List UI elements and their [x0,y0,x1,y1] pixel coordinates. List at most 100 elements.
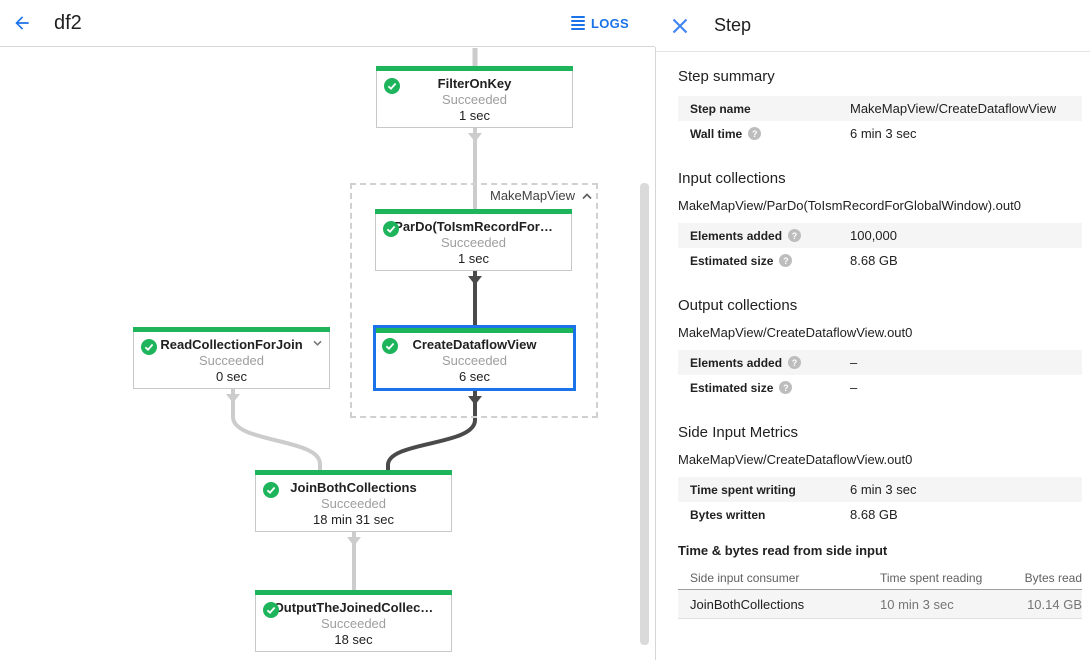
step-panel-header: Step [656,0,1090,52]
job-title: df2 [54,11,82,34]
node-status: Succeeded [441,92,508,107]
node-status-bar [255,470,452,475]
node-title: CreateDataflowView [412,337,537,352]
logs-button[interactable]: LOGS [570,15,629,31]
back-arrow-icon [15,16,29,30]
row-estimated-size: Estimated size ? – [678,375,1082,400]
row-estimated-size: Estimated size ? 8.68 GB [678,248,1082,273]
graph-node-createdataflowview[interactable]: CreateDataflowView Succeeded 6 sec [373,325,576,391]
node-title: ReadCollectionForJoin [160,337,303,352]
node-title: FilterOnKey [437,76,512,91]
row-label: Elements added [690,355,783,370]
close-button[interactable] [656,0,704,52]
row-label: Estimated size [690,380,774,395]
row-label: Estimated size [690,253,774,268]
node-status: Succeeded [320,616,387,631]
node-title: OutputTheJoinedCollec… [273,600,434,615]
graph-node-joinbothcollections[interactable]: JoinBothCollections Succeeded 18 min 31 … [255,470,452,532]
row-wall-time: Wall time ? 6 min 3 sec [678,121,1082,146]
table-row: JoinBothCollections 10 min 3 sec 10.14 G… [678,590,1082,619]
group-label: MakeMapView [490,188,576,203]
panel-content: Step summary Step name MakeMapView/Creat… [656,52,1090,619]
side-rows: Time spent writing 6 min 3 sec Bytes wri… [678,477,1082,527]
section-title-input-collections: Input collections [678,170,786,187]
success-check-icon [382,338,398,354]
graph-node-pardo[interactable]: ParDo(ToIsmRecordFor… Succeeded 1 sec [375,209,572,271]
cell-bytes-read: 10.14 GB [1027,596,1082,612]
panel-title: Step [714,15,752,35]
row-label: Bytes written [690,507,766,522]
graph-edges [226,48,482,590]
job-graph-canvas[interactable]: MakeMapView FilterOnKey Succeeded 1 sec … [0,48,655,660]
node-time: 18 min 31 sec [313,512,394,527]
row-value: – [850,380,858,395]
input-collection-name: MakeMapView/ParDo(ToIsmRecordForGlobalWi… [678,198,1021,213]
row-elements-added: Elements added ? – [678,350,1082,375]
node-status-bar [133,327,330,332]
node-time: 6 sec [458,369,491,384]
row-value: – [850,355,858,370]
row-value: MakeMapView/CreateDataflowView [850,101,1057,116]
row-value: 8.68 GB [850,507,898,522]
list-icon [570,16,585,30]
output-collection-name: MakeMapView/CreateDataflowView.out0 [678,325,913,340]
row-time-spent-writing: Time spent writing 6 min 3 sec [678,477,1082,502]
cell-time-reading: 10 min 3 sec [880,596,954,612]
help-icon[interactable]: ? [779,254,793,267]
success-check-icon [141,339,157,355]
node-status: Succeeded [320,496,387,511]
section-title-step-summary: Step summary [678,68,775,85]
step-detail-panel: Step Step summary Step name MakeMapView/… [656,0,1090,660]
node-time: 1 sec [457,251,490,266]
section-title-output-collections: Output collections [678,297,798,314]
side-input-table-title: Time & bytes read from side input [678,543,888,558]
node-title: JoinBothCollections [290,480,417,495]
node-status-bar [376,328,573,333]
success-check-icon [383,221,399,237]
node-status: Succeeded [441,353,508,368]
graph-node-outputthejoinedcollection[interactable]: OutputTheJoinedCollec… Succeeded 18 sec [255,590,452,652]
success-check-icon [384,78,400,94]
chevron-down-icon[interactable] [312,340,323,347]
chevron-up-icon [582,192,592,199]
back-button[interactable] [0,0,44,47]
graph-scrollbar-thumb[interactable] [640,183,649,645]
row-value: 6 min 3 sec [850,126,917,141]
success-check-icon [263,602,279,618]
row-elements-added: Elements added ? 100,000 [678,223,1082,248]
panel-divider [655,47,656,660]
row-label: Time spent writing [690,482,796,497]
makemapview-group-box [350,183,598,418]
row-label: Step name [690,101,751,116]
side-input-table: Side input consumer Time spent reading B… [678,566,1082,619]
graph-node-readcollectionforjoin[interactable]: ReadCollectionForJoin Succeeded 0 sec [133,327,330,389]
top-bar: df2 LOGS [0,0,655,47]
row-label: Elements added [690,228,783,243]
node-status: Succeeded [440,235,507,250]
help-icon[interactable]: ? [788,356,802,369]
row-step-name: Step name MakeMapView/CreateDataflowView [678,96,1082,121]
summary-rows: Step name MakeMapView/CreateDataflowView… [678,96,1082,146]
help-icon[interactable]: ? [779,381,793,394]
row-value: 8.68 GB [850,253,898,268]
node-time: 0 sec [215,369,248,384]
close-icon [672,18,688,33]
logs-button-label: LOGS [590,15,629,31]
help-icon[interactable]: ? [748,127,762,140]
node-time: 18 sec [334,632,373,647]
input-rows: Elements added ? 100,000 Estimated size … [678,223,1082,273]
cell-consumer: JoinBothCollections [690,596,805,612]
output-rows: Elements added ? – Estimated size ? – [678,350,1082,400]
col-time-spent-reading: Time spent reading [880,570,983,585]
node-status-bar [255,590,452,595]
row-value: 6 min 3 sec [850,482,917,497]
col-bytes-read: Bytes read [1024,570,1082,585]
graph-node-filteronkey[interactable]: FilterOnKey Succeeded 1 sec [376,66,573,128]
side-collection-name: MakeMapView/CreateDataflowView.out0 [678,452,913,467]
table-header-row: Side input consumer Time spent reading B… [678,566,1082,590]
node-status: Succeeded [198,353,265,368]
group-collapse-toggle[interactable]: MakeMapView [488,188,596,203]
help-icon[interactable]: ? [788,229,802,242]
node-status-bar [376,66,573,71]
section-title-side-input-metrics: Side Input Metrics [678,424,799,441]
